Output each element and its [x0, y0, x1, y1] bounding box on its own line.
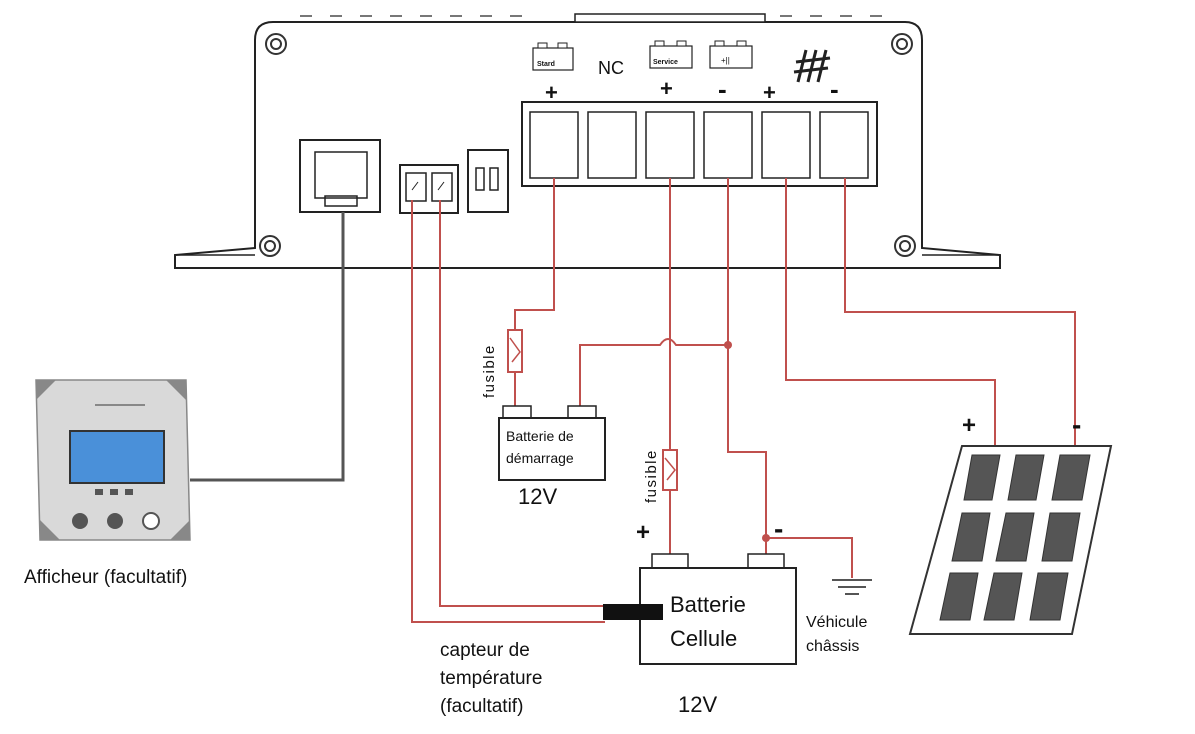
start-battery-voltage: 12V: [518, 484, 557, 509]
charge-controller: Stard Service +|| NC + + - + -: [174, 13, 1001, 269]
cell-battery: Batterie Cellule + - 12V: [603, 513, 797, 717]
display-knob: [107, 513, 123, 529]
cell-battery-voltage: 12V: [678, 692, 717, 717]
solar-icon: [793, 49, 831, 83]
remote-display: [35, 379, 191, 541]
fuse-icon: [662, 449, 678, 491]
fuse-label-start: fusible: [481, 344, 498, 398]
temp-sensor-probe: [603, 604, 663, 620]
display-knob: [72, 513, 88, 529]
battery-icon-text: +||: [721, 56, 730, 65]
start-battery-label-2: démarrage: [506, 450, 574, 466]
start-battery-label-1: Batterie de: [506, 428, 574, 444]
start-minus-wire: [579, 338, 728, 412]
chassis-wire: [766, 537, 853, 578]
service-minus-wire: [727, 178, 767, 556]
wires: [190, 178, 1076, 623]
solar-plus-wire: [785, 178, 996, 445]
sensor-wire-b: [439, 200, 605, 607]
ground-icon: [832, 579, 872, 595]
terminal-sign-solar-minus: -: [830, 74, 839, 104]
terminal-block: [521, 101, 878, 187]
junction-dot: [762, 534, 770, 542]
temp-sensor-label-3: (facultatif): [440, 696, 523, 717]
service-icon-text: Service: [653, 59, 678, 66]
temp-sensor-label-1: capteur de: [440, 640, 530, 661]
terminal-sign-service-minus: -: [718, 74, 727, 104]
cell-battery-minus: -: [774, 513, 783, 544]
rj-port: [299, 139, 381, 213]
screw-icon: [259, 33, 916, 257]
fuse-icon: [507, 329, 523, 373]
aux-connector: [467, 149, 509, 213]
temp-sensor-label-2: température: [440, 668, 542, 689]
cell-battery-label-2: Cellule: [670, 626, 737, 651]
chassis-label-1: Véhicule: [806, 614, 867, 631]
solar-minus-wire: [844, 178, 1076, 445]
start-battery: Batterie de démarrage 12V: [498, 405, 606, 509]
start-battery-icon: Stard: [532, 42, 574, 71]
cell-battery-plus: +: [636, 519, 650, 546]
solar-minus: -: [1072, 409, 1081, 440]
sensor-connector: [399, 164, 459, 214]
cell-battery-label-1: Batterie: [670, 592, 746, 617]
display-cable: [190, 212, 345, 482]
terminal-sign-start-plus: +: [545, 80, 558, 105]
start-plus-wire: [514, 178, 555, 330]
nc-label: NC: [598, 58, 624, 78]
terminal-sign-solar-plus: +: [763, 80, 776, 105]
display-knob: [142, 512, 160, 530]
junction-dot: [724, 341, 732, 349]
terminal-sign-service-plus: +: [660, 76, 673, 101]
display-caption: Afficheur (facultatif): [24, 567, 187, 588]
sensor-wire-a: [411, 200, 605, 623]
battery-icon: +||: [709, 40, 753, 69]
chassis-label-2: châssis: [806, 638, 859, 655]
fuse-label-service: fusible: [643, 449, 660, 503]
service-battery-icon: Service: [649, 40, 693, 69]
display-screen: [69, 430, 165, 484]
start-icon-text: Stard: [537, 61, 555, 68]
solar-plus: +: [962, 412, 976, 439]
solar-panel: + -: [908, 409, 1113, 635]
